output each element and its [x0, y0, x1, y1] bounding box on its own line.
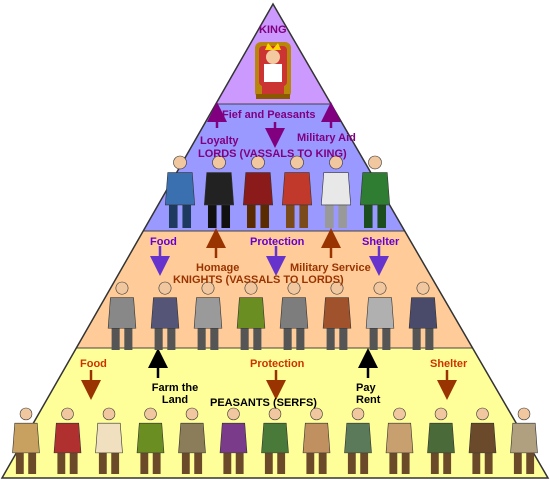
knight-figure [193, 281, 223, 350]
peasant-figure [302, 407, 331, 474]
lord-figure [281, 155, 313, 228]
peasant-figure [385, 407, 414, 474]
king-figure [255, 42, 291, 99]
peasant-figure [261, 407, 289, 474]
pay-rent-label: Pay Rent [356, 382, 381, 406]
lords-title: LORDS (VASSALS TO KING) [198, 148, 347, 160]
knights-protection-label: Protection [250, 358, 305, 370]
military-aid-label: Military Aid [297, 132, 356, 144]
lord-figure [320, 155, 352, 228]
lord-figure [359, 155, 391, 228]
fief-and-peasants-label: Fief and Peasants [222, 109, 316, 121]
peasant-figure [136, 407, 165, 474]
peasant-figure [468, 407, 497, 474]
knight-figure [408, 281, 438, 350]
peasant-figure [12, 407, 40, 474]
farm-the-land-label: Farm the Land [151, 382, 199, 406]
lord-figure [164, 155, 196, 228]
lord-figure [203, 155, 235, 228]
knights-shelter-label: Shelter [430, 358, 468, 370]
knight-figures [107, 281, 438, 350]
peasant-figure [219, 407, 248, 474]
military-service-label: Military Service [290, 262, 371, 274]
knight-figure [322, 281, 352, 350]
knights-food-label: Food [80, 358, 107, 370]
homage-label: Homage [196, 262, 240, 274]
lord-figures [164, 155, 391, 228]
knight-figure [150, 281, 180, 350]
peasant-figure [53, 407, 82, 474]
lord-figure [242, 155, 274, 228]
peasant-figure [178, 407, 206, 474]
knights-title: KNIGHTS (VASSALS TO LORDS) [173, 274, 344, 286]
peasant-figure [427, 407, 455, 474]
knight-figure [365, 281, 395, 350]
loyalty-label: Loyalty [200, 135, 239, 147]
knight-figure [279, 281, 309, 350]
knight-figure [236, 281, 266, 350]
lords-protection-label: Protection [250, 236, 305, 248]
knight-figure [107, 281, 137, 350]
king-title: KING [259, 24, 287, 36]
peasant-figure [510, 407, 538, 474]
peasants-title: PEASANTS (SERFS) [210, 397, 317, 409]
peasant-figure [95, 407, 123, 474]
peasant-figures [12, 407, 538, 474]
lords-food-label: Food [150, 236, 177, 248]
peasant-figure [344, 407, 372, 474]
lords-shelter-label: Shelter [362, 236, 400, 248]
